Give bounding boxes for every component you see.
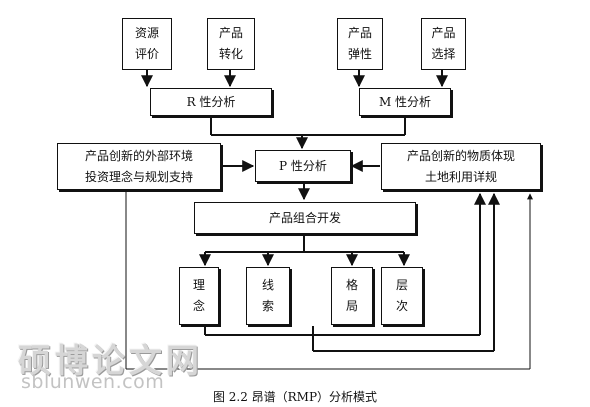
product-selection-line1: 产品	[431, 26, 456, 40]
product-transformation-line2: 转化	[218, 47, 243, 61]
resource-evaluation-box: 资源 评价	[122, 18, 172, 70]
level-box: 层 次	[381, 267, 423, 325]
route-line1: 线	[261, 278, 274, 292]
external-environment-line2: 投资理念与规划支持	[84, 169, 193, 184]
m-analysis-box: M 性分析	[359, 88, 451, 116]
m-analysis-label: M 性分析	[378, 94, 432, 109]
product-elasticity-box: 产品 弹性	[337, 18, 383, 70]
watermark-chinese: 硕博论文网	[18, 341, 203, 380]
route-line2: 索	[261, 299, 274, 313]
p-analysis-box: P 性分析	[255, 150, 351, 182]
portfolio-development-label: 产品组合开发	[268, 210, 341, 225]
product-selection-box: 产品 选择	[421, 18, 466, 70]
pattern-line1: 格	[345, 278, 358, 292]
product-elasticity-line2: 弹性	[347, 47, 372, 61]
r-analysis-box: R 性分析	[150, 88, 272, 116]
level-line2: 次	[395, 299, 408, 313]
route-box: 线 索	[246, 267, 290, 325]
pattern-box: 格 局	[331, 267, 373, 325]
concept-line2: 念	[192, 299, 205, 313]
physical-land-use-line1: 产品创新的物质体现	[406, 148, 515, 163]
level-line1: 层	[395, 278, 408, 292]
resource-evaluation-line2: 评价	[134, 47, 159, 61]
product-transformation-box: 产品 转化	[207, 18, 255, 70]
product-selection-line2: 选择	[431, 47, 456, 61]
resource-evaluation-line1: 资源	[134, 26, 159, 40]
external-environment-line1: 产品创新的外部环境	[84, 148, 193, 163]
physical-land-use-box: 产品创新的物质体现 土地利用详规	[381, 143, 541, 190]
pattern-line2: 局	[345, 299, 358, 313]
product-transformation-line1: 产品	[218, 26, 243, 40]
portfolio-development-box: 产品组合开发	[194, 202, 416, 234]
concept-box: 理 念	[179, 267, 219, 325]
external-environment-box: 产品创新的外部环境 投资理念与规划支持	[57, 143, 221, 190]
r-analysis-label: R 性分析	[186, 94, 236, 109]
concept-line1: 理	[192, 278, 205, 292]
figure-caption: 图 2.2 昂谱（RMP）分析模式	[212, 390, 378, 404]
product-elasticity-line1: 产品	[347, 26, 372, 40]
physical-land-use-line2: 土地利用详规	[424, 169, 497, 184]
p-analysis-label: P 性分析	[279, 158, 327, 173]
watermark-site: sblunwen.com	[21, 371, 165, 393]
